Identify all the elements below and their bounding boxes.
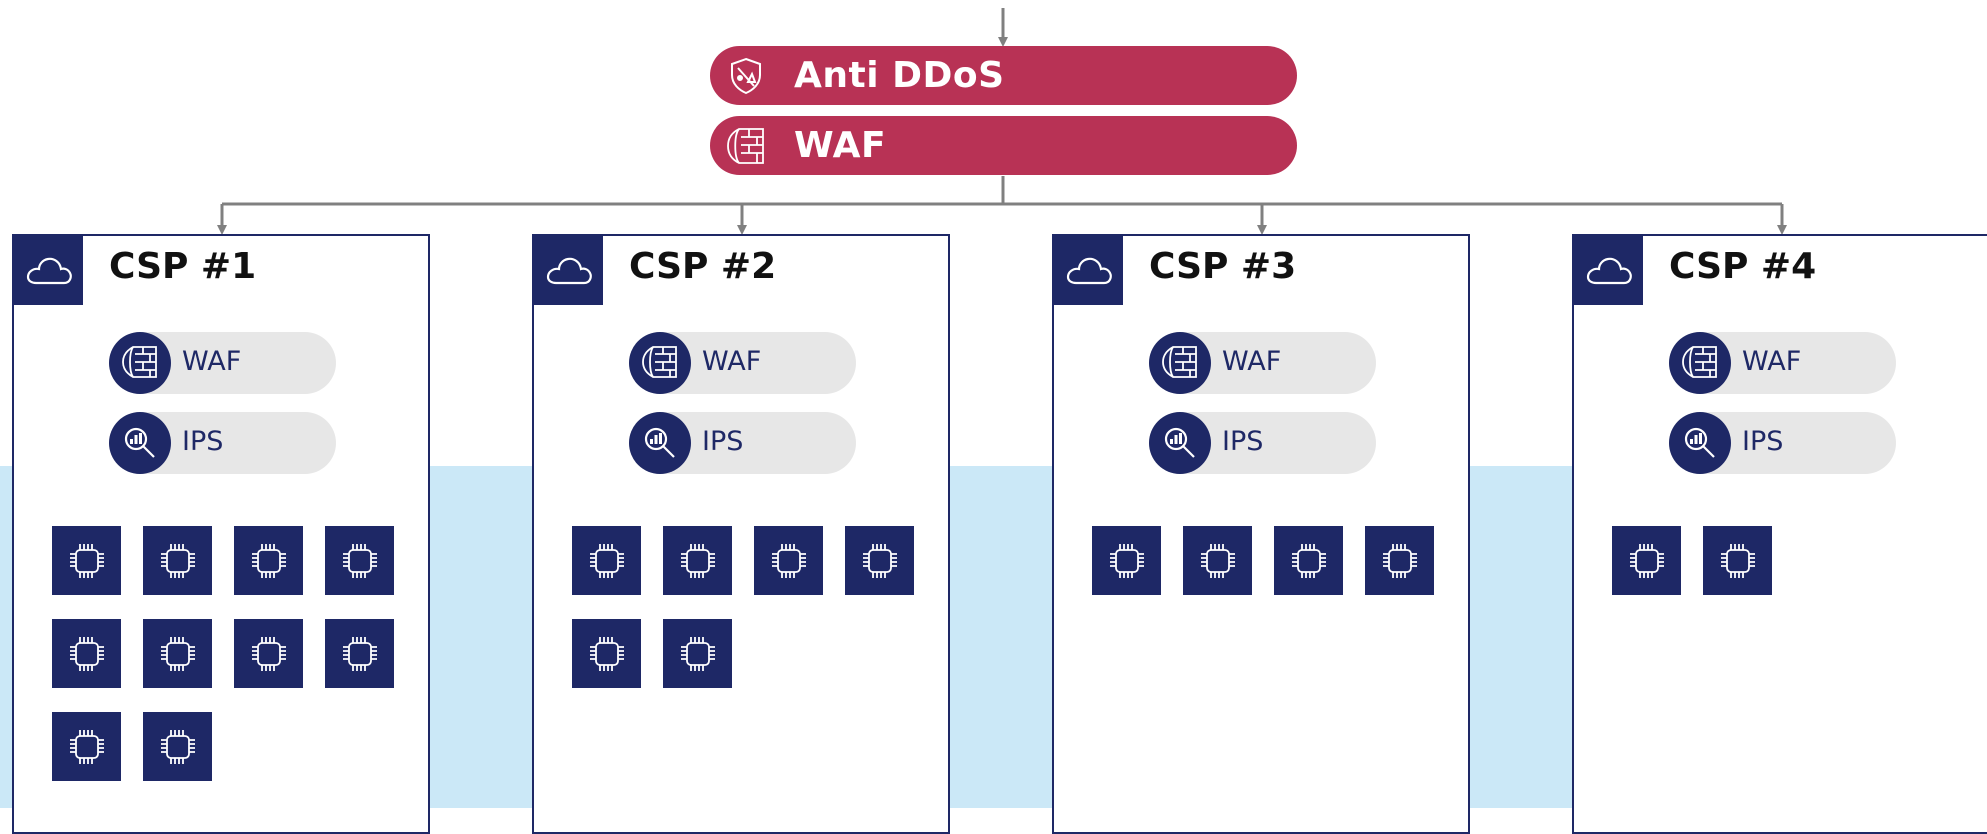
csp-card-4: CSP #4 WAF IPS [1572, 234, 1987, 834]
cpu-chip-icon [1092, 526, 1161, 595]
cpu-chip-icon [1703, 526, 1772, 595]
cpu-chip-icon [325, 526, 394, 595]
cpu-chip-icon [143, 526, 212, 595]
cloud-icon [534, 236, 603, 305]
cpu-chip-icon [1612, 526, 1681, 595]
cpu-chip-icon [663, 526, 732, 595]
csp-title: CSP #3 [1149, 246, 1297, 287]
service-label: WAF [1222, 346, 1282, 377]
anti-ddos-label: Anti DDoS [794, 55, 1005, 96]
cpu-chip-icon [1365, 526, 1434, 595]
cpu-chip-icon [754, 526, 823, 595]
shield-icon [718, 48, 774, 104]
cpu-chip-icon [143, 619, 212, 688]
cpu-chip-icon [234, 619, 303, 688]
service-waf: WAF [1669, 332, 1896, 394]
firewall-icon [629, 332, 691, 394]
anti-ddos-pill: Anti DDoS [710, 46, 1297, 105]
cloud-icon [1054, 236, 1123, 305]
connector-lines [217, 8, 1787, 235]
service-label: IPS [702, 426, 744, 457]
service-label: IPS [1742, 426, 1784, 457]
cpu-chip-icon [52, 712, 121, 781]
service-waf: WAF [629, 332, 856, 394]
service-ips: IPS [109, 412, 336, 474]
service-ips: IPS [1669, 412, 1896, 474]
service-label: WAF [1742, 346, 1802, 377]
service-label: WAF [702, 346, 762, 377]
cpu-chip-icon [143, 712, 212, 781]
waf-pill: WAF [710, 116, 1297, 175]
service-ips: IPS [1149, 412, 1376, 474]
firewall-icon [718, 118, 774, 174]
search-chart-icon [109, 412, 171, 474]
csp-card-3: CSP #3 WAF IPS [1052, 234, 1470, 834]
cpu-chip-icon [234, 526, 303, 595]
cpu-chip-icon [52, 526, 121, 595]
service-waf: WAF [1149, 332, 1376, 394]
cpu-chip-icon [663, 619, 732, 688]
firewall-icon [1149, 332, 1211, 394]
cpu-chip-icon [1183, 526, 1252, 595]
service-label: WAF [182, 346, 242, 377]
search-chart-icon [1149, 412, 1211, 474]
cloud-icon [14, 236, 83, 305]
firewall-icon [109, 332, 171, 394]
service-label: IPS [182, 426, 224, 457]
csp-card-2: CSP #2 WAF IPS [532, 234, 950, 834]
csp-card-1: CSP #1 WAF IPS [12, 234, 430, 834]
firewall-icon [1669, 332, 1731, 394]
csp-title: CSP #4 [1669, 246, 1817, 287]
cpu-chip-icon [325, 619, 394, 688]
cpu-chip-icon [572, 526, 641, 595]
csp-title: CSP #2 [629, 246, 777, 287]
cpu-chip-icon [52, 619, 121, 688]
search-chart-icon [629, 412, 691, 474]
cloud-icon [1574, 236, 1643, 305]
service-label: IPS [1222, 426, 1264, 457]
cpu-chip-icon [1274, 526, 1343, 595]
service-waf: WAF [109, 332, 336, 394]
csp-title: CSP #1 [109, 246, 257, 287]
service-ips: IPS [629, 412, 856, 474]
cpu-chip-icon [572, 619, 641, 688]
waf-label: WAF [794, 125, 887, 166]
search-chart-icon [1669, 412, 1731, 474]
cpu-chip-icon [845, 526, 914, 595]
